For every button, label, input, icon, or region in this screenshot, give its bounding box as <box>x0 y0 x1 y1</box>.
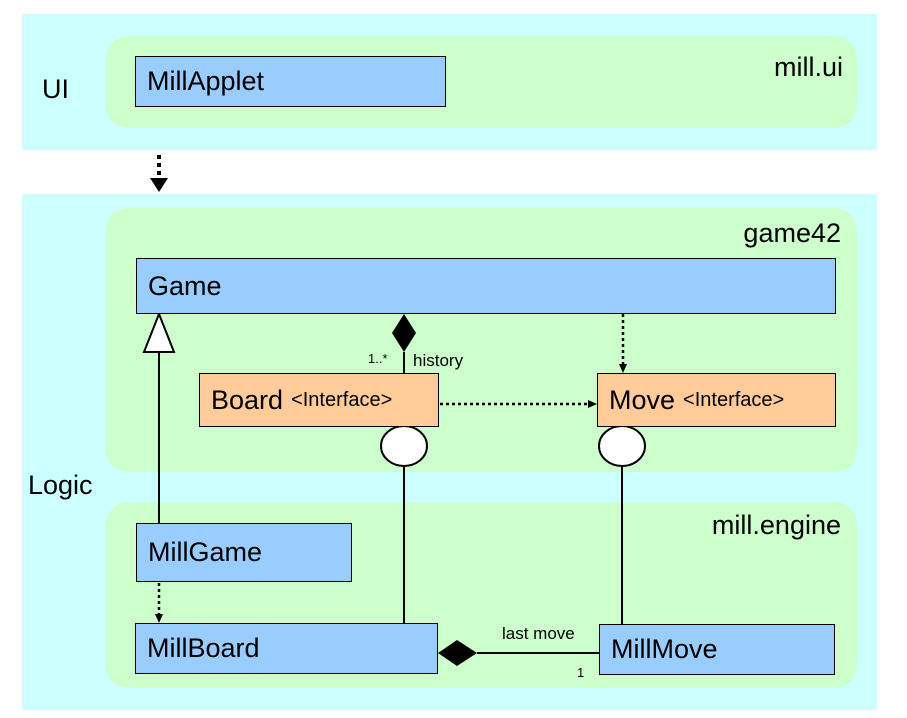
interface-move[interactable]: Move <Interface> <box>597 373 836 427</box>
logic-layer-label: Logic <box>28 470 93 500</box>
interface-board-name: Board <box>211 384 284 415</box>
package-mill-engine-label: mill.engine <box>711 510 841 540</box>
dependency-millgame-millboard <box>155 583 163 623</box>
board-interface-lollipop <box>380 425 428 624</box>
interface-board-stereotype: <Interface> <box>291 388 393 411</box>
package-game42 <box>106 208 857 472</box>
class-mill-board-name: MillBoard <box>147 633 260 663</box>
interface-board[interactable]: Board <Interface> <box>199 373 439 427</box>
composition-game-board <box>392 314 416 373</box>
class-mill-game[interactable]: MillGame <box>136 523 352 582</box>
interface-move-name: Move <box>609 384 676 415</box>
generalization-millgame-game <box>142 311 176 523</box>
class-game[interactable]: Game <box>136 258 836 314</box>
history-multiplicity-label: 1..* <box>368 351 388 366</box>
move-interface-lollipop <box>598 425 646 625</box>
ui-to-logic-dependency-arrow <box>150 155 168 192</box>
last-move-multiplicity-label: 1 <box>577 665 585 680</box>
class-mill-board[interactable]: MillBoard <box>135 623 438 674</box>
package-game42-label: game42 <box>743 218 841 248</box>
interface-move-stereotype: <Interface> <box>683 388 785 411</box>
class-mill-applet[interactable]: MillApplet <box>135 56 446 107</box>
package-mill-ui-label: mill.ui <box>773 52 843 82</box>
class-mill-game-name: MillGame <box>148 537 263 567</box>
history-role-label: history <box>413 351 464 370</box>
class-mill-applet-name: MillApplet <box>147 66 265 96</box>
dependency-game-move <box>619 314 627 373</box>
composition-millboard-millmove <box>438 640 599 666</box>
class-mill-move[interactable]: MillMove <box>599 624 835 675</box>
class-game-name: Game <box>148 270 222 301</box>
dependency-board-move <box>440 400 597 408</box>
class-mill-move-name: MillMove <box>611 634 718 664</box>
ui-layer-label: UI <box>42 74 69 104</box>
last-move-role-label: last move <box>502 624 575 643</box>
